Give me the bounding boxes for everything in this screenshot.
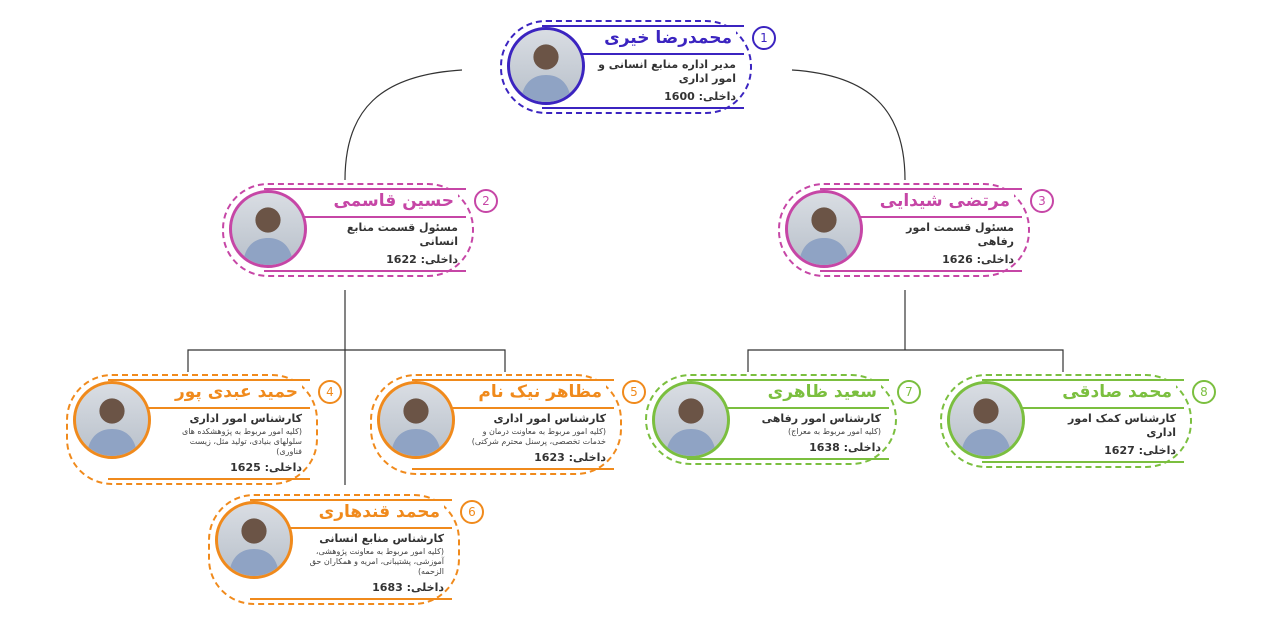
connector-3-branch <box>747 349 1064 372</box>
extension-number: 1638 <box>809 441 840 454</box>
person-details: مسئول قسمت امور رفاهی داخلی: 1626 <box>874 221 1014 267</box>
person-details: کارشناس امور رفاهی (کلیه امور مربوط به مع… <box>741 412 881 455</box>
card-divider <box>280 527 452 529</box>
extension: داخلی: 1683 <box>304 581 444 595</box>
person-title: کارشناس کمک امور اداری <box>1068 412 1176 439</box>
person-details: کارشناس امور اداری (کلیه امور مربوط به پژ… <box>162 412 302 475</box>
person-title: مدیر اداره منابع انسانی و امور اداری <box>598 58 736 85</box>
extension: داخلی: 1600 <box>596 90 736 104</box>
extension: داخلی: 1626 <box>874 253 1014 267</box>
person-photo <box>785 190 863 268</box>
extension-label: داخلی: <box>698 90 736 103</box>
extension-label: داخلی: <box>976 253 1014 266</box>
person-card-5: مظاهر نیک نام کارشناس امور اداری (کلیه امو… <box>370 374 646 475</box>
person-name: حسین قاسمی <box>329 190 458 212</box>
extension-number: 1627 <box>1104 444 1135 457</box>
extension-label: داخلی: <box>264 461 302 474</box>
card-number-badge: 7 <box>897 380 921 404</box>
person-photo <box>652 381 730 459</box>
person-photo <box>215 501 293 579</box>
extension-number: 1625 <box>230 461 261 474</box>
card-number-badge: 6 <box>460 500 484 524</box>
person-title: کارشناس امور رفاهی <box>761 412 881 425</box>
person-photo <box>947 381 1025 459</box>
card-divider <box>717 407 889 409</box>
extension-label: داخلی: <box>406 581 444 594</box>
person-card-2: حسین قاسمی مسئول قسمت منابع انسانی داخلی: … <box>222 183 498 277</box>
extension-number: 1600 <box>664 90 695 103</box>
person-photo <box>73 381 151 459</box>
extension-number: 1623 <box>534 451 565 464</box>
person-details: مدیر اداره منابع انسانی و امور اداری داخل… <box>596 58 736 104</box>
person-photo <box>507 27 585 105</box>
person-photo <box>229 190 307 268</box>
card-number-badge: 8 <box>1192 380 1216 404</box>
extension: داخلی: 1627 <box>1036 444 1176 458</box>
extension-label: داخلی: <box>1138 444 1176 457</box>
person-name: مرتضی شیدایی <box>875 190 1014 212</box>
card-divider <box>572 53 744 55</box>
person-name: حمید عبدی پور <box>170 381 302 403</box>
card-number-badge: 1 <box>752 26 776 50</box>
card-number-badge: 5 <box>622 380 646 404</box>
person-card-8: محمد صادقی کارشناس کمک امور اداری داخلی: 1… <box>940 374 1216 468</box>
extension-number: 1626 <box>942 253 973 266</box>
person-card-7: سعید ظاهری کارشناس امور رفاهی (کلیه امور م… <box>645 374 921 465</box>
connector-1-2 <box>344 69 463 181</box>
person-name: محمدرضا خیری <box>600 27 736 49</box>
card-divider <box>442 407 614 409</box>
person-details: کارشناس کمک امور اداری داخلی: 1627 <box>1036 412 1176 458</box>
duties-note: (کلیه امور مربوط به پژوهشکده های سلولهای… <box>181 427 302 456</box>
person-card-4: حمید عبدی پور کارشناس امور اداری (کلیه امو… <box>66 374 342 485</box>
extension: داخلی: 1638 <box>741 441 881 455</box>
person-name: محمد صادقی <box>1058 381 1176 403</box>
extension: داخلی: 1622 <box>318 253 458 267</box>
duties-note: (کلیه امور مربوط به معراج) <box>788 427 881 436</box>
person-card-6: محمد قندهاری کارشناس منابع انسانی (کلیه ام… <box>208 494 484 605</box>
card-divider <box>1012 407 1184 409</box>
person-title: مسئول قسمت منابع انسانی <box>346 221 458 248</box>
card-number-badge: 4 <box>318 380 342 404</box>
person-name: سعید ظاهری <box>763 381 881 403</box>
extension-number: 1683 <box>372 581 403 594</box>
duties-note: (کلیه امور مربوط به معاونت درمان و خدمات… <box>471 427 606 446</box>
extension-label: داخلی: <box>568 451 606 464</box>
card-number-badge: 2 <box>474 189 498 213</box>
person-details: کارشناس منابع انسانی (کلیه امور مربوط به … <box>304 532 444 595</box>
extension-number: 1622 <box>386 253 417 266</box>
person-details: کارشناس امور اداری (کلیه امور مربوط به مع… <box>466 412 606 465</box>
person-title: کارشناس منابع انسانی <box>319 532 444 545</box>
person-name: مظاهر نیک نام <box>474 381 606 403</box>
person-title: کارشناس امور اداری <box>493 412 606 425</box>
person-name: محمد قندهاری <box>314 501 444 523</box>
person-card-1: محمدرضا خیری مدیر اداره منابع انسانی و ام… <box>500 20 776 114</box>
extension: داخلی: 1623 <box>466 451 606 465</box>
person-details: مسئول قسمت منابع انسانی داخلی: 1622 <box>318 221 458 267</box>
connector-2-branch <box>187 349 506 372</box>
card-divider <box>138 407 310 409</box>
person-photo <box>377 381 455 459</box>
person-title: کارشناس امور اداری <box>189 412 302 425</box>
extension-label: داخلی: <box>420 253 458 266</box>
card-divider <box>850 216 1022 218</box>
extension: داخلی: 1625 <box>162 461 302 475</box>
extension-label: داخلی: <box>843 441 881 454</box>
duties-note: (کلیه امور مربوط به معاونت پژوهشی، آموزش… <box>309 547 444 576</box>
person-card-3: مرتضی شیدایی مسئول قسمت امور رفاهی داخلی: … <box>778 183 1054 277</box>
connector-1-3 <box>791 69 906 181</box>
card-number-badge: 3 <box>1030 189 1054 213</box>
person-title: مسئول قسمت امور رفاهی <box>906 221 1014 248</box>
card-divider <box>294 216 466 218</box>
